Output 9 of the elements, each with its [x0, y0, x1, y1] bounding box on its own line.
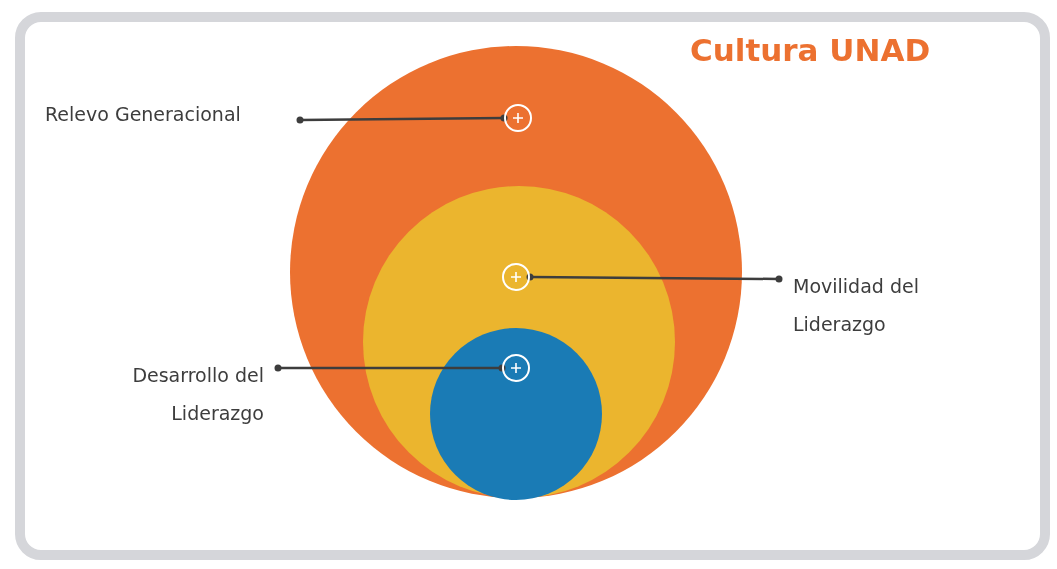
title: Cultura UNAD — [690, 32, 931, 68]
leader-line — [296, 114, 508, 124]
leader-line — [274, 364, 506, 372]
leader-label: Relevo Generacional — [45, 95, 295, 133]
leader-label: Desarrollo del Liderazgo — [82, 356, 264, 432]
plus-icon — [502, 263, 530, 291]
plus-icon — [504, 104, 532, 132]
leader-label: Movilidad del Liderazgo — [793, 267, 973, 343]
plus-icon — [502, 354, 530, 382]
